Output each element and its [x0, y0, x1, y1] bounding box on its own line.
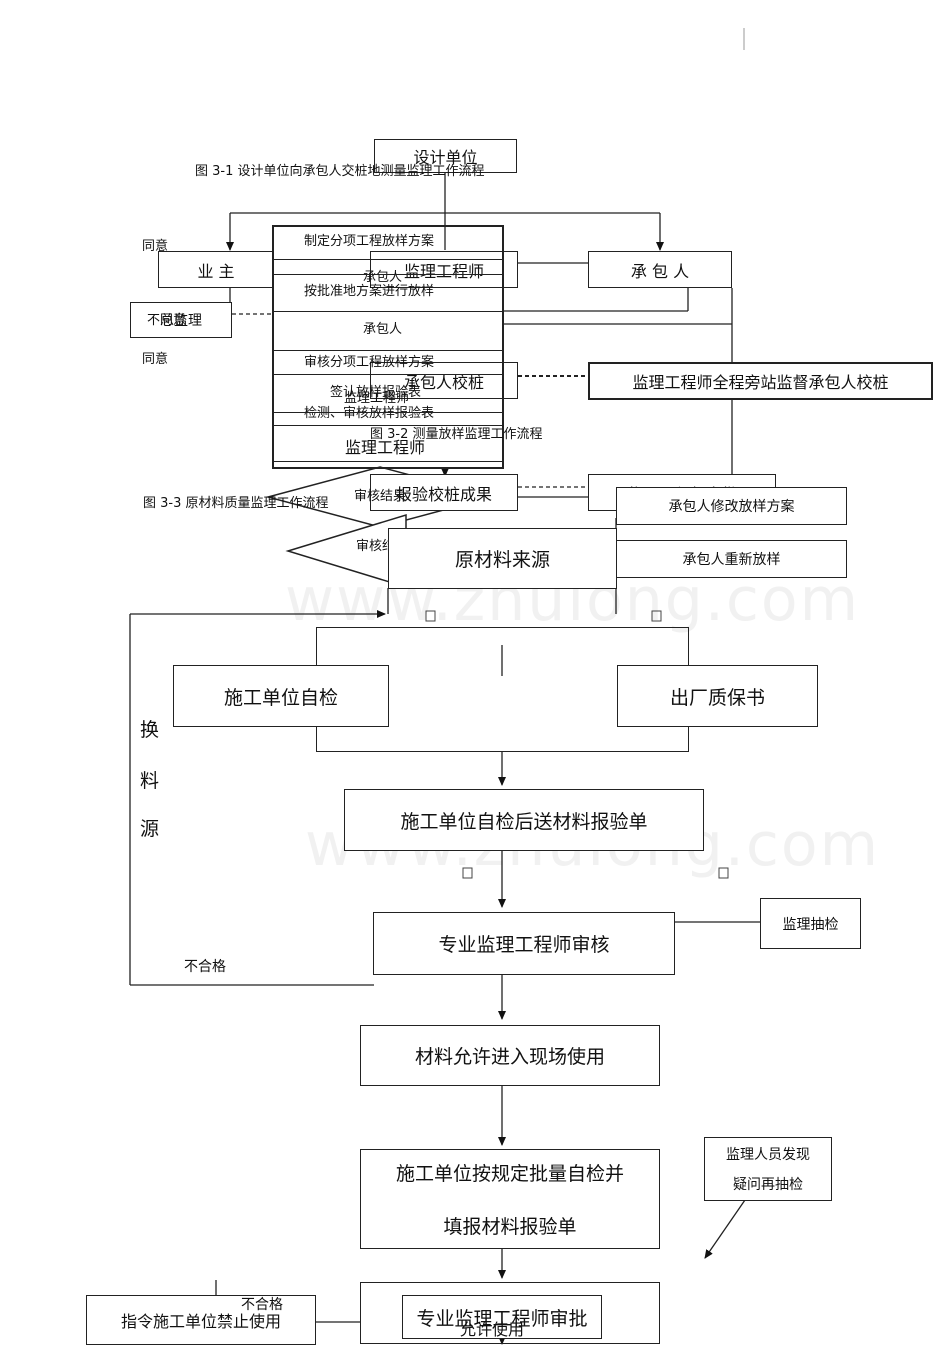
allow-use-label: 允许使用 — [460, 1320, 525, 1339]
engineer-box: 监理工程师 — [370, 251, 518, 288]
certificate-box: 出厂质保书 — [617, 665, 818, 727]
fig1-caption: 图 3-1 设计单位向承包人交桩地测量监理工作流程 — [195, 164, 485, 179]
change-source-char-2: 料 — [140, 770, 160, 792]
fig2-step2: 按批准地方案进行放样 — [304, 284, 435, 299]
fig2-disagree: 不同意 — [147, 313, 187, 328]
unqualified-label-1: 不合格 — [184, 959, 226, 975]
batch-check-line2: 填报材料报验单 — [443, 1216, 577, 1238]
spot-check-box: 监理抽检 — [760, 898, 861, 949]
owner-box: 业 主 — [158, 251, 274, 288]
batch-check-line1: 施工单位按规定批量自检并 — [395, 1163, 624, 1185]
self-check-box: 施工单位自检 — [173, 665, 389, 727]
contractor-box: 承 包 人 — [588, 251, 732, 288]
doubt-line2: 疑问再抽检 — [733, 1177, 803, 1193]
forbid-use-box: 指令施工单位禁止使用 — [86, 1295, 316, 1345]
fig2-step4: 签认放样报验表 — [330, 385, 422, 400]
fig2-step3: 审核分项工程放样方案 — [304, 355, 435, 370]
relayout-box: 承包人重新放样 — [616, 540, 847, 578]
unqualified-label-2: 不合格 — [241, 1297, 283, 1313]
change-source-char-1: 换 — [140, 719, 160, 741]
fig2-contractor2: 承包人 — [363, 322, 403, 337]
fig2-agree: 同意 — [142, 352, 169, 367]
send-report-box: 施工单位自检后送材料报验单 — [344, 789, 704, 851]
fig2-caption: 图 3-2 测量放样监理工作流程 — [370, 427, 543, 442]
revise-plan-box: 承包人修改放样方案 — [616, 487, 847, 525]
doubt-line1: 监理人员发现 — [726, 1147, 810, 1163]
fig2-engineer2: 监理工程师 — [345, 438, 426, 457]
doubt-recheck-box: 监理人员发现 疑问再抽检 — [704, 1137, 832, 1201]
design-unit-box: 设计单位 — [374, 139, 517, 173]
fig2-engineer1: 监理工程师 — [344, 391, 410, 406]
chief-engineer-box: 总监理 — [130, 302, 232, 338]
fig2-column — [272, 225, 504, 469]
fig2-step1: 制定分项工程放样方案 — [304, 234, 435, 249]
final-approve-frame — [360, 1282, 660, 1344]
batch-check-box: 施工单位按规定批量自检并 填报材料报验单 — [360, 1149, 660, 1249]
change-source-char-3: 源 — [140, 818, 160, 840]
material-source-box: 原材料来源 — [388, 528, 617, 589]
fig3-caption: 图 3-3 原材料质量监理工作流程 — [143, 496, 329, 511]
report-result-box: 报验校桩成果 — [370, 474, 518, 511]
engineer-final-approve-box: 专业监理工程师审批 — [402, 1295, 602, 1339]
contractor-stake-box: 承包人校桩 — [370, 362, 518, 399]
fig2-contractor1: 承包人 — [363, 270, 403, 285]
engineer-supervise-box: 监理工程师全程旁站监督承包人校桩 — [588, 362, 933, 400]
engineer-review-box: 专业监理工程师审核 — [373, 912, 675, 975]
fig2-step5: 检测、审核放样报验表 — [304, 406, 435, 421]
review-result-1: 审核结果 — [354, 489, 407, 504]
allow-enter-box: 材料允许进入现场使用 — [360, 1025, 660, 1086]
agree-label-1: 同意 — [142, 239, 169, 254]
